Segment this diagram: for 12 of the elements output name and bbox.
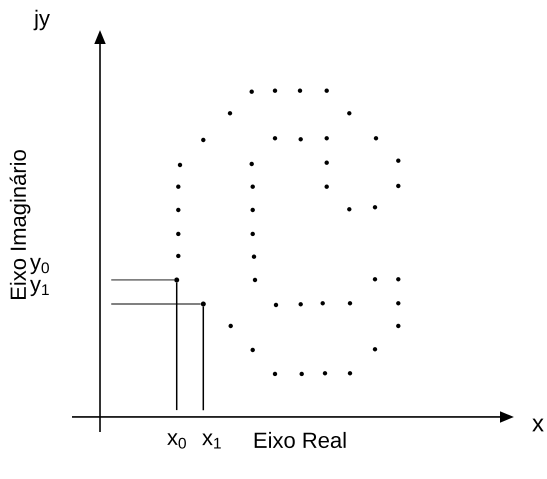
axis-value-label: y$_{1}$	[30, 280, 49, 296]
axis-value-label: x$_{1}$	[202, 433, 221, 449]
axis-title: Eixo Real	[254, 432, 346, 448]
axis-label: x	[532, 418, 544, 432]
axis-label: jy	[34, 10, 50, 30]
leader-line	[176, 282, 178, 410]
axis-value-label: x$_{0}$	[167, 433, 186, 449]
axis-title: Eixo Imaginário	[10, 150, 30, 299]
axis-value-label: y$_{0}$	[30, 258, 49, 274]
data-point	[200, 302, 206, 306]
leader-line	[202, 306, 204, 410]
data-point	[174, 278, 180, 282]
